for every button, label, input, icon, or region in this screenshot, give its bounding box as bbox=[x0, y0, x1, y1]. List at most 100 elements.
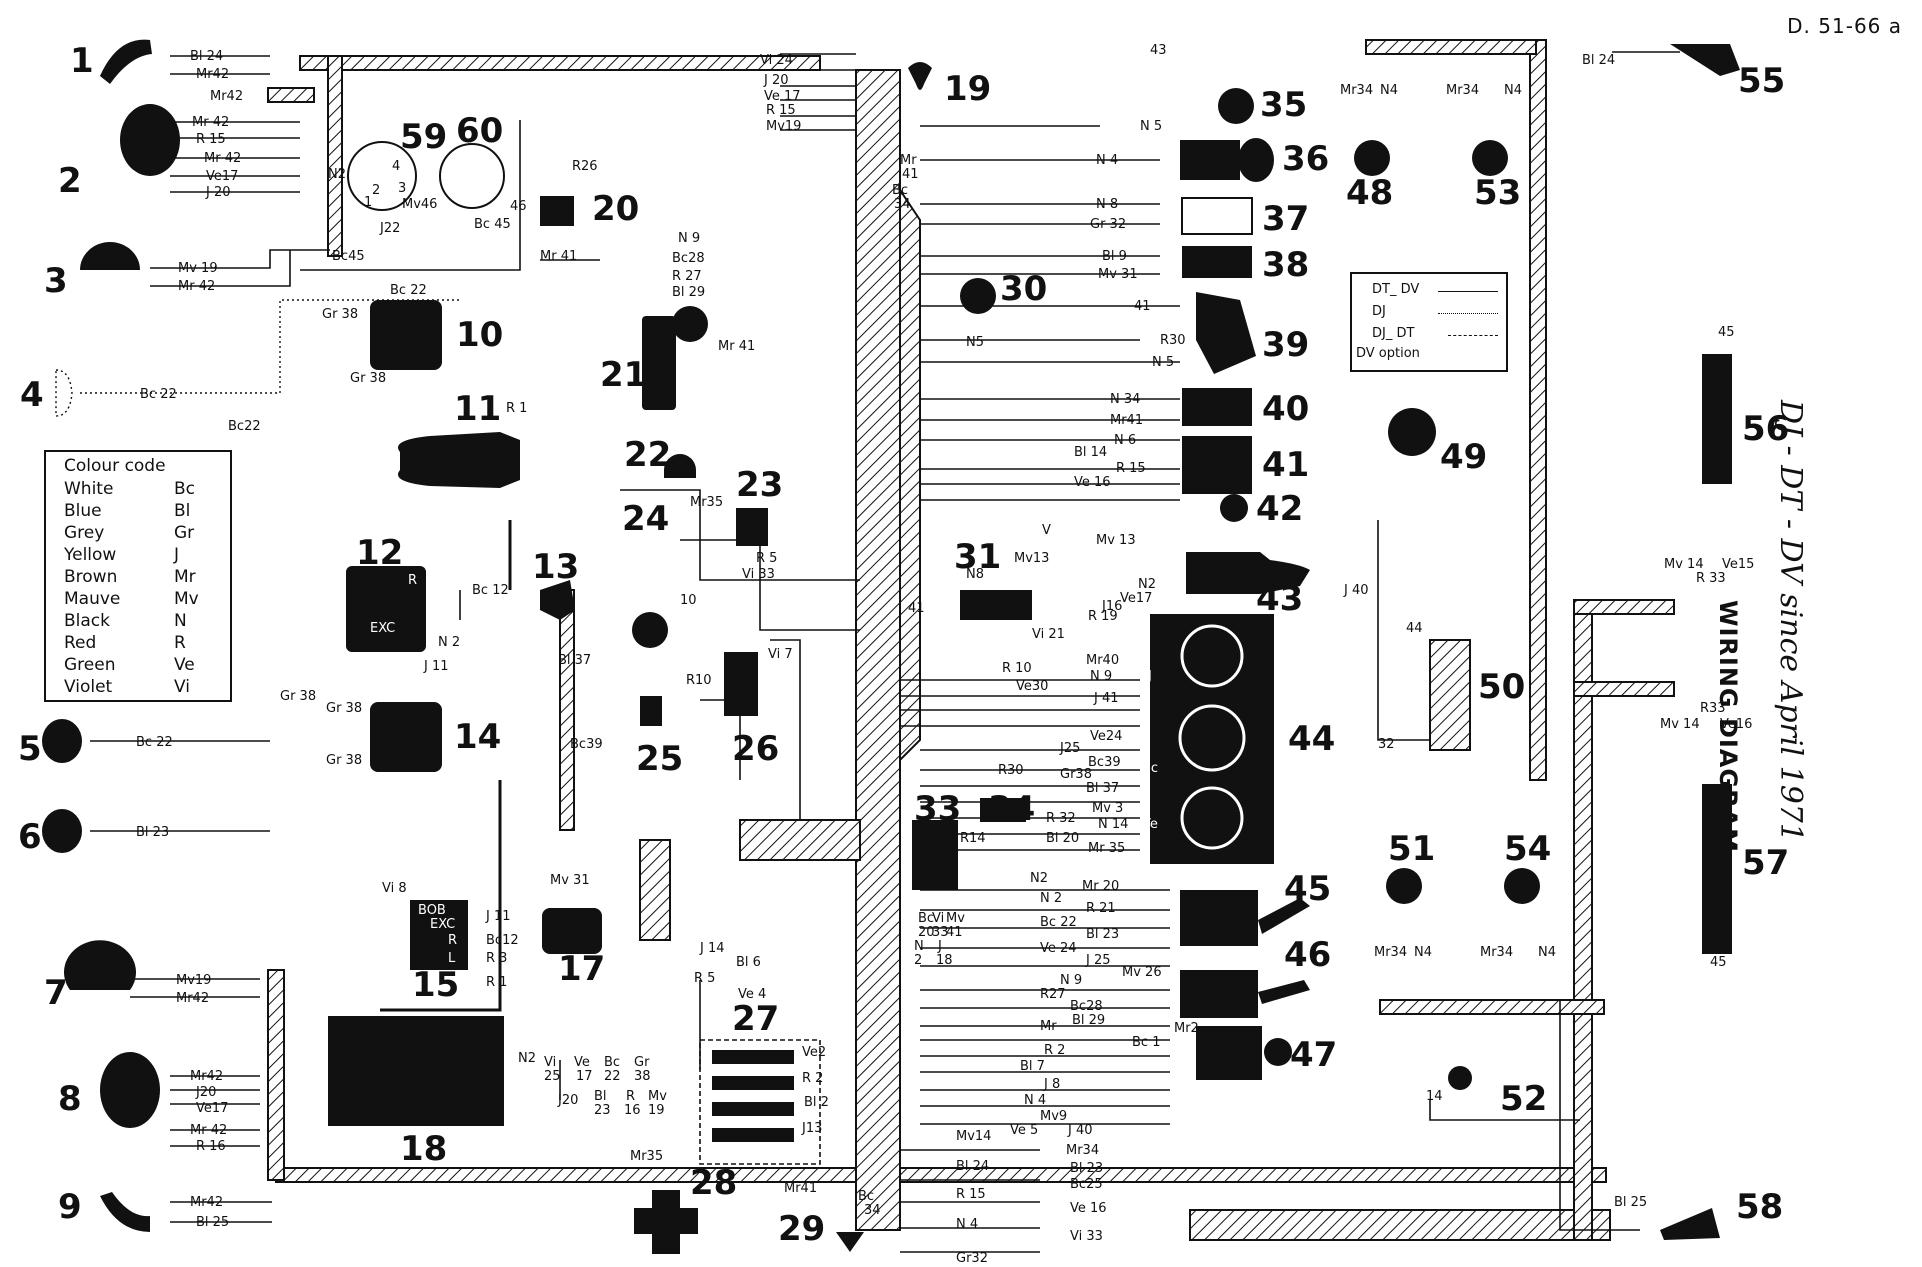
wire-label: EXC bbox=[430, 917, 455, 932]
wire-label: Bl 24 bbox=[190, 49, 223, 64]
wire-label: 17 bbox=[576, 1069, 593, 1084]
wire-label: Mr35 bbox=[630, 1149, 663, 1164]
wire-label: R 33 bbox=[1696, 571, 1726, 586]
wire-label: Mr 42 bbox=[204, 151, 241, 166]
wire-label: Mr 35 bbox=[1088, 841, 1125, 856]
switch-icon bbox=[960, 590, 1032, 620]
wire-label: R 15 bbox=[196, 132, 226, 147]
legend-code: Ve bbox=[174, 655, 195, 675]
wire-label: Mr42 bbox=[196, 67, 229, 82]
horn-relay-icon bbox=[347, 141, 417, 211]
stalk-lever-icon bbox=[1258, 898, 1310, 934]
wire-label: Mr41 bbox=[1110, 413, 1143, 428]
component-number: 51 bbox=[1388, 829, 1435, 869]
wire-label: N 4 bbox=[956, 1217, 978, 1232]
fuse-icon bbox=[712, 1128, 794, 1142]
switch-icon bbox=[960, 278, 996, 314]
wire-label: Mr 42 bbox=[192, 115, 229, 130]
wire-label: N5 bbox=[966, 335, 984, 350]
component-number: 34 bbox=[988, 789, 1035, 829]
wire-label: Vi 24 bbox=[760, 53, 793, 68]
wire-label: N 9 bbox=[1060, 973, 1082, 988]
legend-code: Gr bbox=[174, 523, 195, 543]
wire-label: Vi 8 bbox=[382, 881, 407, 896]
wire-label: 14 bbox=[1426, 1089, 1443, 1104]
wire-label: 18 bbox=[936, 953, 953, 968]
wire-label: Mr bbox=[1040, 1019, 1057, 1034]
harness-junction bbox=[739, 819, 861, 861]
wire-label: 41 bbox=[902, 167, 919, 182]
lamp-icon bbox=[42, 719, 82, 763]
wire-label: Mr34 bbox=[1374, 945, 1407, 960]
wire-label: R 15 bbox=[766, 103, 796, 118]
wire-label: Bl 25 bbox=[1614, 1195, 1647, 1210]
fuse-icon bbox=[712, 1050, 794, 1064]
wire-label: 22 bbox=[604, 1069, 621, 1084]
wire-label: Bl 23 bbox=[136, 825, 169, 840]
legend-row: Violet Vi bbox=[64, 676, 199, 698]
component-number: 55 bbox=[1738, 61, 1785, 101]
headlamp-icon bbox=[63, 940, 136, 990]
wire-label: R 2 bbox=[802, 1071, 823, 1086]
component-number: 49 bbox=[1440, 437, 1487, 477]
wire-label: Mv19 bbox=[766, 119, 801, 134]
stalk-switch-icon bbox=[1186, 552, 1310, 594]
wire-label: 46 bbox=[510, 199, 527, 214]
wire-label: Vi 21 bbox=[1032, 627, 1065, 642]
wire-label: N2 bbox=[328, 167, 346, 182]
component-number: 35 bbox=[1260, 85, 1307, 125]
wire-label: Ve 24 bbox=[1040, 941, 1077, 956]
sensor-icon bbox=[1660, 1208, 1720, 1240]
component-number: 37 bbox=[1262, 199, 1309, 239]
legend-colour: Violet bbox=[64, 677, 113, 697]
wire-label: Mv 19 bbox=[178, 261, 218, 276]
lamp-icon bbox=[42, 809, 82, 853]
wire-label: Mr42 bbox=[176, 991, 209, 1006]
wire-label: Bc 22 bbox=[136, 735, 173, 750]
wire-label: Mr 20 bbox=[1082, 879, 1119, 894]
wire-label: R 2 bbox=[1044, 1043, 1065, 1058]
headlamp-icon bbox=[120, 104, 180, 176]
regulator-icon bbox=[410, 900, 468, 970]
relay-icon bbox=[370, 702, 442, 772]
stalk-switch-icon bbox=[1180, 970, 1258, 1018]
component-number: 41 bbox=[1262, 445, 1309, 485]
key-dotted-line bbox=[1438, 313, 1498, 314]
wire-label: R 15 bbox=[956, 1187, 986, 1202]
wire-label: Mv13 bbox=[1014, 551, 1049, 566]
wire-label: Mv 31 bbox=[550, 873, 590, 888]
wire-label: 32 bbox=[1378, 737, 1395, 752]
component-number: 17 bbox=[558, 949, 605, 989]
lamp-icon bbox=[1218, 88, 1254, 124]
sensor-icon bbox=[1670, 44, 1740, 76]
component-number: 25 bbox=[636, 739, 683, 779]
wire-label: Bc 45 bbox=[474, 217, 511, 232]
wire-label: Bl 23 bbox=[1086, 927, 1119, 942]
legend-code: Vi bbox=[174, 677, 190, 697]
component-number: 58 bbox=[1736, 1187, 1783, 1227]
wire-label: J 11 bbox=[485, 909, 511, 924]
wire-label: R33 bbox=[1700, 701, 1726, 716]
wire-label: R10 bbox=[686, 673, 712, 688]
wire-label: 20 bbox=[918, 925, 935, 940]
wire-label: Ve17 bbox=[196, 1101, 228, 1116]
switch-icon bbox=[1180, 140, 1240, 180]
wire-label: R27 bbox=[1040, 987, 1066, 1002]
wire-label: N2 bbox=[518, 1051, 536, 1066]
wire-label: R 27 bbox=[672, 269, 702, 284]
wire-label: Gr 38 bbox=[322, 307, 358, 322]
component-number: 8 bbox=[58, 1079, 82, 1119]
rear-lamp-cluster-icon bbox=[1702, 784, 1732, 954]
gauge-icon bbox=[1178, 704, 1246, 772]
component-number: 5 bbox=[18, 729, 42, 769]
wire-label: Mr34 bbox=[1340, 83, 1373, 98]
harness-to-48-53 bbox=[1365, 39, 1537, 55]
wire-label: Bl 23 bbox=[1070, 1161, 1103, 1176]
wire-label: N bbox=[914, 939, 924, 954]
component-number: 13 bbox=[532, 547, 579, 587]
relay-icon bbox=[542, 908, 602, 954]
wire-label: R 1 bbox=[486, 975, 507, 990]
dial-icon bbox=[439, 143, 505, 209]
